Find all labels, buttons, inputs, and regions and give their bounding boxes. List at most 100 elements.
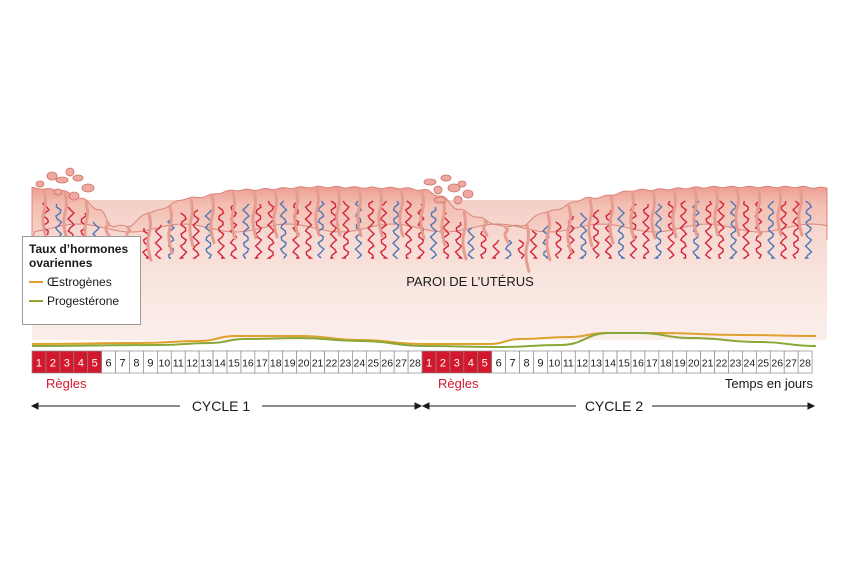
gland <box>734 187 741 237</box>
gland <box>776 187 783 237</box>
day-box: 27 <box>783 350 799 374</box>
day-box: 19 <box>672 350 688 374</box>
cycle-2-span <box>421 402 816 410</box>
day-box: 8 <box>129 350 144 374</box>
gland <box>272 189 279 239</box>
day-box: 14 <box>212 350 228 374</box>
day-number: 2 <box>440 358 446 370</box>
gland <box>650 190 657 240</box>
day-box: 13 <box>198 350 214 374</box>
gland <box>440 197 447 247</box>
day-number: 8 <box>523 358 529 370</box>
tissue-fragment <box>72 174 84 182</box>
spiral-artery <box>366 200 376 259</box>
day-box: 16 <box>240 350 256 374</box>
day-number: 28 <box>409 358 421 370</box>
day-number: 14 <box>604 358 616 370</box>
cycle-1-label: CYCLE 1 <box>192 398 251 414</box>
day-number: 24 <box>744 358 756 370</box>
gland <box>251 190 258 240</box>
legend-title: Taux d’hormones ovariennes <box>29 242 129 270</box>
day-number: 8 <box>133 358 139 370</box>
day-number: 17 <box>646 358 658 370</box>
day-box: 17 <box>644 350 660 374</box>
day-number: 5 <box>482 358 488 370</box>
tissue-fragment <box>35 180 45 188</box>
gland <box>356 187 363 237</box>
day-number: 23 <box>730 358 742 370</box>
day-box: 19 <box>282 350 298 374</box>
gland <box>419 190 426 240</box>
menses-label-cycle-2: Règles <box>438 376 479 391</box>
arrow-right-icon <box>414 402 423 410</box>
tissue-fragment <box>453 195 463 205</box>
spiral-artery <box>679 200 688 259</box>
gland <box>608 195 615 245</box>
day-box: 28 <box>797 350 813 374</box>
day-number: 9 <box>537 358 543 370</box>
day-box: 25 <box>756 350 771 374</box>
gland <box>461 211 468 261</box>
spiral-artery <box>480 230 487 259</box>
day-number: 28 <box>799 358 811 370</box>
vein <box>616 206 626 259</box>
day-box: 24 <box>742 350 757 374</box>
day-box: 27 <box>393 350 409 374</box>
vein <box>466 227 476 259</box>
arrow-left-icon <box>421 402 430 410</box>
gland <box>797 187 804 237</box>
day-number: 5 <box>92 358 98 370</box>
day-number: 9 <box>147 358 153 370</box>
spiral-artery <box>791 200 801 259</box>
day-box: 23 <box>728 350 743 374</box>
tissue-fragment <box>46 171 58 181</box>
gland <box>713 187 720 237</box>
day-number: 15 <box>228 358 240 370</box>
day-box: 11 <box>560 350 576 374</box>
progesterone-swatch <box>29 300 43 302</box>
day-number: 22 <box>716 358 728 370</box>
day-box: 1 <box>421 350 437 374</box>
spiral-artery <box>741 200 751 259</box>
day-box: 4 <box>463 350 479 374</box>
day-number: 7 <box>119 358 125 370</box>
estrogen-curve <box>31 332 817 346</box>
day-box: 11 <box>170 350 186 374</box>
gland <box>671 189 678 239</box>
day-number: 17 <box>256 358 268 370</box>
gland <box>146 212 153 262</box>
day-number: 19 <box>674 358 686 370</box>
gland <box>587 198 594 248</box>
day-box: 3 <box>59 350 75 374</box>
gland <box>104 220 111 238</box>
tissue-fragment <box>457 180 467 188</box>
day-box: 12 <box>574 350 590 374</box>
day-box: 14 <box>602 350 618 374</box>
spiral-artery <box>291 200 301 259</box>
day-box: 9 <box>143 350 158 374</box>
spiral-artery <box>441 212 451 259</box>
arrow-right-icon <box>807 402 816 410</box>
day-number: 10 <box>158 358 170 370</box>
day-box: 16 <box>630 350 646 374</box>
gland <box>755 187 762 237</box>
day-number: 22 <box>326 358 338 370</box>
day-number: 26 <box>381 358 393 370</box>
vein <box>766 200 776 259</box>
day-number: 21 <box>312 358 324 370</box>
tissue-fragment <box>433 196 447 204</box>
day-number: 11 <box>563 358 574 370</box>
vein <box>504 239 513 259</box>
day-box: 22 <box>714 350 729 374</box>
time-axis-label: Temps en jours <box>725 376 814 391</box>
gland <box>377 188 384 238</box>
gland <box>503 226 510 244</box>
tissue-fragment <box>81 183 95 193</box>
day-box: 21 <box>700 350 715 374</box>
vein <box>391 200 401 259</box>
spiral-artery <box>341 200 351 259</box>
day-box: 2 <box>435 350 451 374</box>
tissue-fragment <box>53 188 63 196</box>
day-box: 26 <box>379 350 395 374</box>
gland <box>62 191 69 241</box>
